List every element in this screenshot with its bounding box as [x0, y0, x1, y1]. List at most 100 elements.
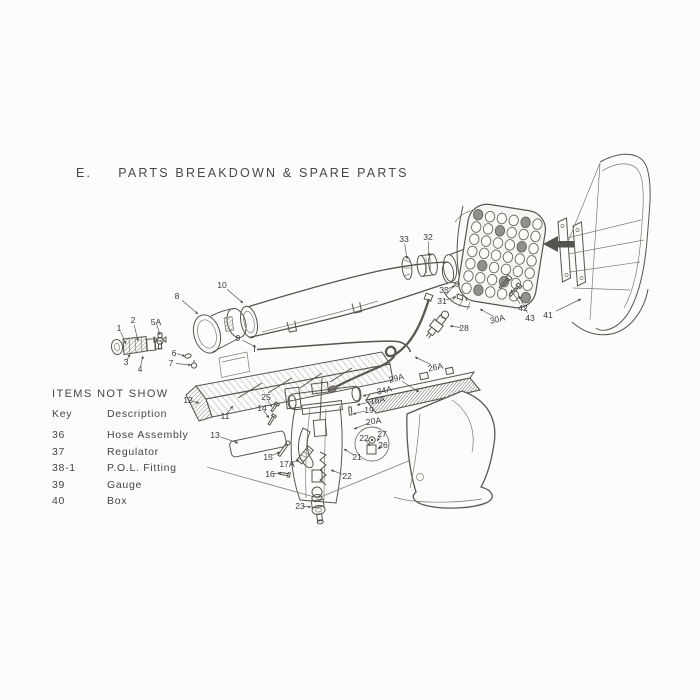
cell-key: 37 [52, 445, 66, 458]
head-fasteners [454, 281, 464, 301]
part-label-5A: 5A [151, 317, 162, 327]
leader-line-28 [449, 325, 461, 328]
leader-line-16 [272, 471, 282, 475]
leader-line-31 [445, 296, 457, 301]
cell-description: Box [107, 495, 128, 508]
part-label-21: 21 [352, 452, 362, 462]
wire-guard [543, 153, 651, 336]
leader-line-4 [140, 355, 144, 366]
gas-line-tube [254, 340, 412, 353]
part-label-13: 13 [210, 430, 220, 440]
leader-line-35 [446, 285, 456, 290]
leader-line-8 [181, 300, 199, 315]
collar-rings [401, 253, 438, 280]
leader-line-22 [365, 439, 371, 447]
part-label-9: 9 [236, 333, 241, 343]
part-label-20A: 20A [365, 415, 382, 427]
part-label-14: 14 [257, 403, 267, 413]
guard-screws [498, 274, 523, 298]
leader-line-9 [242, 339, 257, 348]
leader-line-6 [176, 353, 186, 357]
part-label-11: 11 [221, 411, 230, 421]
valve-stem-part [310, 494, 326, 525]
part-label-31: 31 [437, 296, 447, 306]
part-label-17A: 17A [279, 459, 295, 469]
table-row: 40 Box [52, 495, 188, 507]
part-label-3: 3 [124, 357, 129, 367]
leader-line-18A [356, 400, 374, 406]
burner-tube [239, 261, 455, 339]
part-label-32: 32 [423, 232, 433, 242]
part-label-1: 1 [117, 323, 122, 333]
leader-line-32 [427, 241, 431, 257]
leader-line-23 [302, 505, 312, 509]
column-header-description: Description [107, 408, 168, 420]
part-label-42: 42 [518, 303, 528, 313]
leader-line-25 [267, 399, 273, 408]
leader-line-34A [362, 391, 380, 397]
part-label-7: 7 [169, 358, 174, 368]
part-label-26A: 26A [427, 361, 444, 374]
cell-key: 39 [52, 478, 66, 491]
cell-key: 40 [52, 495, 66, 508]
part-label-15: 15 [263, 452, 273, 462]
part-label-35: 35 [439, 285, 449, 295]
cell-description: Regulator [107, 445, 159, 458]
cell-description: Hose Assembly [107, 429, 189, 441]
section-letter: E. [76, 166, 93, 180]
leader-line-33 [404, 243, 408, 260]
valve-body [284, 377, 362, 421]
leader-line-11 [226, 405, 234, 414]
table-row: 36 Hose Assembly [52, 429, 188, 441]
items-not-shown-table: ITEMS NOT SHOW Key Description 36 Hose A… [52, 388, 188, 512]
part-label-22: 22 [359, 433, 369, 443]
leader-line-30A [479, 308, 494, 317]
leader-line-29A [402, 381, 420, 393]
part-label-33: 33 [399, 234, 409, 244]
page-title: E. PARTS BREAKDOWN & SPARE PARTS [76, 166, 409, 180]
part-label-2: 2 [131, 315, 136, 325]
table-header-row: Key Description [52, 408, 188, 420]
part-label-25: 25 [261, 392, 271, 402]
leader-line-13 [220, 436, 239, 444]
part-label-41: 41 [543, 310, 553, 320]
pistol-grip [364, 366, 496, 509]
leader-line-7 [175, 363, 192, 367]
table-row: 38-1 P.O.L. Fitting [52, 462, 188, 474]
burner-head-plate [457, 203, 547, 309]
heat-shield [185, 351, 394, 422]
part-label-6: 6 [172, 348, 177, 358]
part-label-10: 10 [217, 280, 227, 290]
clip-parts [184, 353, 198, 369]
leader-line-17A [289, 459, 300, 464]
part-label-43: 43 [525, 313, 535, 323]
leader-line-12 [190, 400, 200, 404]
cell-description: P.O.L. Fitting [107, 462, 177, 475]
leader-line-1 [120, 331, 127, 345]
orifice-fitting [110, 335, 163, 356]
part-label-29A: 29A [388, 371, 406, 384]
table-row: 39 Gauge [52, 479, 188, 491]
detail-circle-inset [354, 426, 390, 462]
part-label-16: 16 [265, 469, 275, 479]
cell-key: 36 [52, 429, 66, 441]
part-label-18A: 18A [369, 394, 386, 407]
leader-line-2 [133, 324, 139, 342]
leader-line-27 [376, 435, 382, 442]
cell-description: Gauge [107, 478, 143, 491]
cell-key: 38-1 [52, 462, 76, 475]
mounting-plate [229, 430, 287, 458]
leader-line-21 [343, 448, 355, 456]
part-label-12: 12 [183, 395, 193, 405]
leader-line-15 [270, 451, 281, 457]
part-label-23: 23 [295, 501, 305, 511]
part-label-19: 19 [364, 405, 374, 415]
leader-line-10 [226, 289, 244, 304]
section-title: PARTS BREAKDOWN & SPARE PARTS [118, 166, 409, 180]
leader-line-19 [352, 410, 366, 415]
leader-line-20A [353, 422, 370, 430]
part-label-8: 8 [175, 291, 180, 301]
